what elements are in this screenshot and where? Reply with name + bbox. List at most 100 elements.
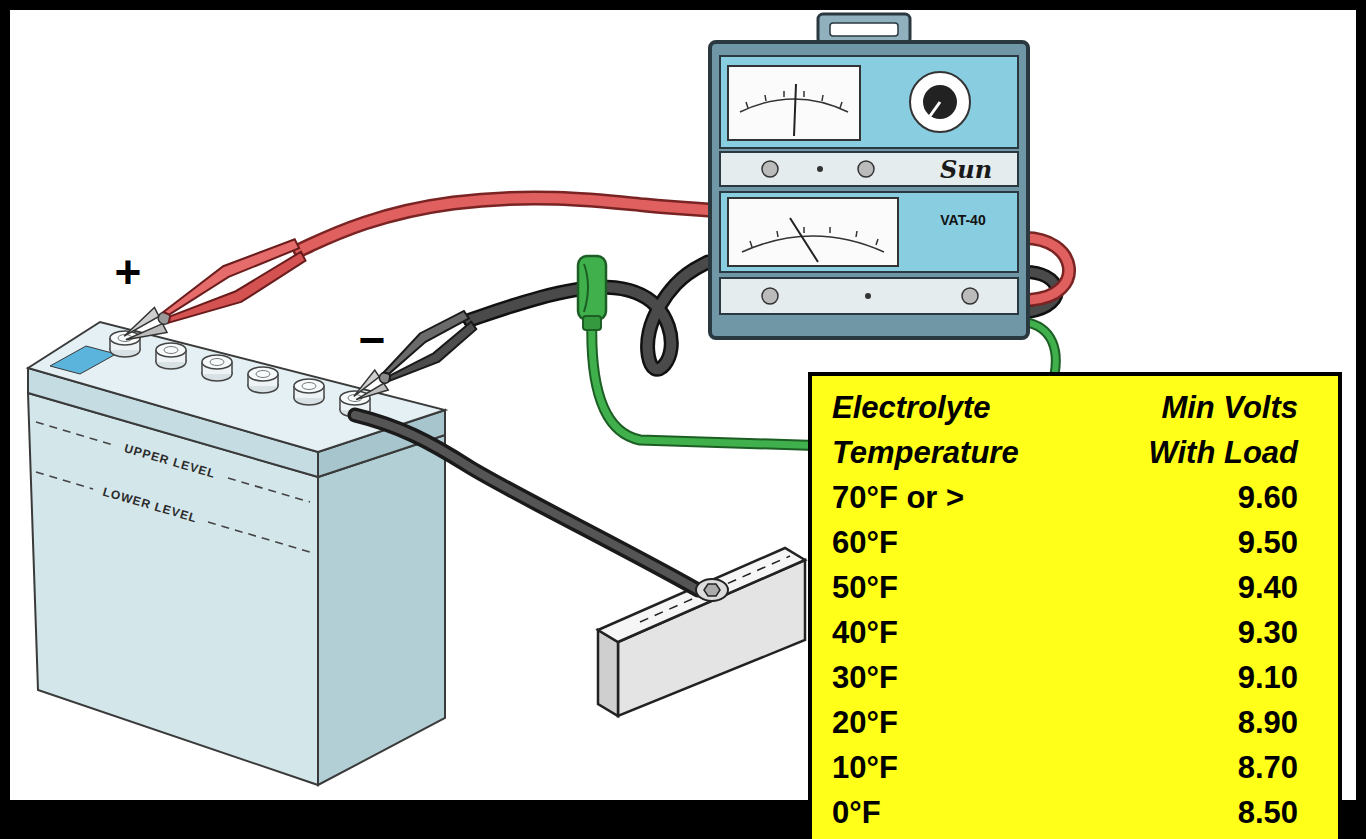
control-knob-ring <box>910 72 970 132</box>
lower-level-line <box>36 472 93 489</box>
tester-handle <box>818 14 910 44</box>
cap-vent <box>210 359 224 366</box>
control-knob <box>923 85 957 119</box>
text-slot: 40°F <box>832 610 1092 655</box>
voltmeter-face <box>728 198 898 266</box>
text-slot: 9.40 <box>1108 565 1298 610</box>
knob-pointer <box>930 102 940 116</box>
polarity-sign: + <box>115 249 142 295</box>
positive-clamp <box>116 232 309 356</box>
chassis-bracket <box>598 548 805 716</box>
column-header: Electrolyte Temperature <box>832 385 1092 475</box>
temperature-cell: 20°F <box>832 700 1092 745</box>
text-slot: 9.30 <box>1108 610 1298 655</box>
ring-lug <box>696 579 728 601</box>
cable-outline <box>300 198 708 250</box>
indicator-dot <box>817 166 823 172</box>
upper-level-line <box>36 422 113 445</box>
text-slot: 9.10 <box>1108 655 1298 700</box>
clamp-jaw <box>126 322 167 351</box>
selector-switch <box>762 288 778 304</box>
lower-panel <box>720 192 1018 272</box>
cap-top <box>248 367 278 381</box>
meter-scale <box>742 236 884 252</box>
model-number: VAT-40 <box>940 212 985 228</box>
text-slot: 0°F <box>832 790 1092 835</box>
text-slot: Electrolyte Temperature <box>832 385 1092 475</box>
polarity-sign: − <box>359 317 386 363</box>
temperature-cell: 60°F <box>832 520 1092 565</box>
ground-cable <box>355 415 698 590</box>
text-slot: 8.50 <box>1108 790 1298 835</box>
text-slot: 10°F <box>832 745 1092 790</box>
text-slot: 30°F <box>832 655 1092 700</box>
bracket-flange <box>598 548 805 642</box>
cap-vent <box>164 347 178 354</box>
upper-panel <box>720 56 1018 148</box>
handle-grip <box>830 23 898 36</box>
brand-name: Sun <box>940 155 992 184</box>
cell-caps <box>110 331 370 417</box>
min-volts-cell: 8.50 <box>1108 790 1298 835</box>
battery: UPPER LEVELLOWER LEVEL <box>28 250 470 790</box>
text-slot: 8.90 <box>1108 700 1298 745</box>
negative-clamp <box>345 306 479 412</box>
level-lines <box>36 422 310 552</box>
min-volts-cell: 9.60 <box>1108 475 1298 520</box>
clamp-boot <box>583 316 601 330</box>
text-slot: 8.70 <box>1108 745 1298 790</box>
label-slot: − <box>359 317 386 363</box>
temperature-cell: 70°F or > <box>832 475 1092 520</box>
ring-terminal <box>696 579 728 601</box>
ammeter-face <box>728 66 860 140</box>
clamp-handle <box>167 251 310 335</box>
bracket-web <box>618 560 805 716</box>
cell-cap <box>202 355 232 381</box>
meter-ticks <box>750 227 878 247</box>
text-slot: 50°F <box>832 565 1092 610</box>
upper-level-line <box>228 478 310 502</box>
cap-vent <box>302 383 316 390</box>
lower-level-line <box>208 522 310 552</box>
temperature-cell: 10°F <box>832 745 1092 790</box>
load-knob <box>962 288 978 304</box>
adjust-screw <box>762 161 778 177</box>
meter-needle <box>790 218 818 262</box>
clamp-body <box>578 256 606 320</box>
min-volts-cell: 9.30 <box>1108 610 1298 655</box>
label-slot: + <box>115 249 142 295</box>
text-slot: VAT-40 <box>940 212 985 228</box>
cap-top <box>340 391 370 405</box>
temperature-cell: 40°F <box>832 610 1092 655</box>
cable-core <box>300 198 708 250</box>
battery-label <box>50 346 116 374</box>
temperature-cell: 30°F <box>832 655 1092 700</box>
tester-body <box>710 42 1028 338</box>
meter-ticks <box>746 91 842 108</box>
clamp-seam <box>584 264 588 312</box>
min-volts-cell: 8.70 <box>1108 745 1298 790</box>
switch-strip <box>720 278 1018 314</box>
cell-cap <box>156 343 186 369</box>
indicator-dot <box>865 293 871 299</box>
text-slot: Sun <box>940 155 992 184</box>
text-slot: 20°F <box>832 700 1092 745</box>
cell-cap <box>294 379 324 405</box>
text-slot: 60°F <box>832 520 1092 565</box>
cell-cap <box>248 367 278 393</box>
cap-top <box>294 379 324 393</box>
min-volts-cell: 8.90 <box>1108 700 1298 745</box>
load-tester: SunVAT-40 <box>708 40 1030 340</box>
red-test-cable <box>300 198 708 250</box>
cap-top <box>156 343 186 357</box>
bracket-end <box>598 630 618 716</box>
min-volts-cell: 9.10 <box>1108 655 1298 700</box>
min-volts-cell: 9.50 <box>1108 520 1298 565</box>
column-header: Min Volts With Load <box>1108 385 1298 475</box>
voltage-table: Electrolyte TemperatureMin Volts With Lo… <box>808 372 1342 839</box>
tester-illustration <box>708 40 1030 340</box>
meter-needle <box>794 84 796 136</box>
text-slot: 9.60 <box>1108 475 1298 520</box>
temperature-cell: 0°F <box>832 790 1092 835</box>
adjust-screw <box>858 161 874 177</box>
